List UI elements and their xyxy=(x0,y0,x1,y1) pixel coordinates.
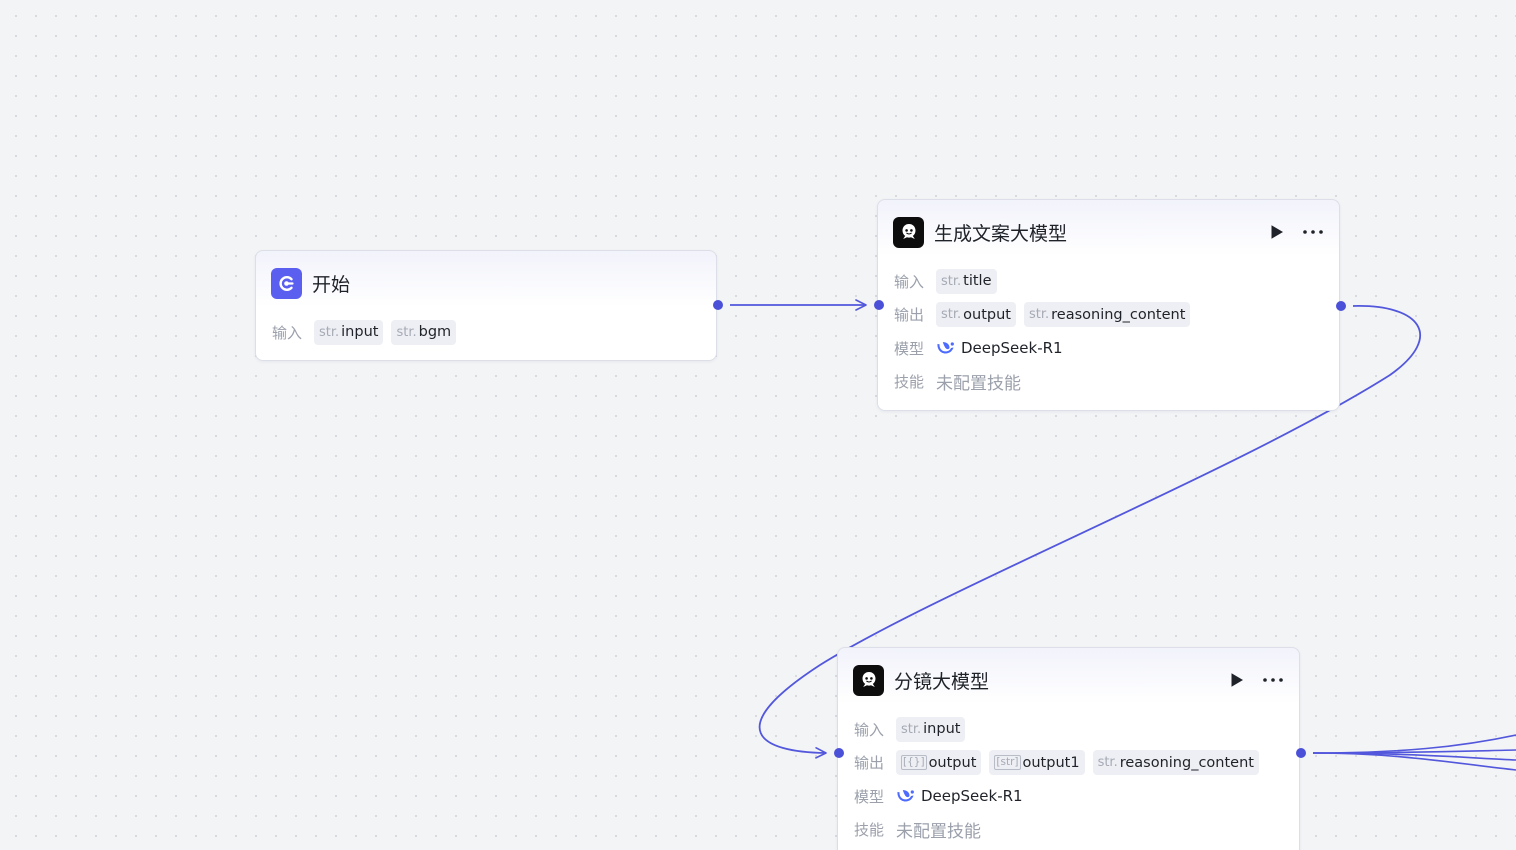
model-value[interactable]: DeepSeek-R1 xyxy=(896,787,1023,805)
edge-storyboard-out-3[interactable] xyxy=(1312,752,1516,761)
variable-name: output xyxy=(928,754,977,771)
input-row: 输入 str. input xyxy=(854,716,1289,742)
node-fields: 输入 str. input 输出 [{}] output [str] outpu… xyxy=(854,716,1289,850)
storyboard-input-port[interactable] xyxy=(834,748,844,758)
type-label: str. xyxy=(941,307,962,322)
output-variable-tag[interactable]: str. reasoning_content xyxy=(1023,302,1191,327)
start-output-port[interactable] xyxy=(713,300,723,310)
node-title: 开始 xyxy=(312,273,351,296)
input-variable-tag[interactable]: str. bgm xyxy=(391,319,457,345)
play-icon[interactable] xyxy=(1270,224,1284,240)
input-label: 输入 xyxy=(894,272,925,291)
type-label: [{}] xyxy=(901,755,927,770)
node-fields: 输入 str. title 输出 str. output str. reason… xyxy=(894,268,1329,402)
node-header: 开始 xyxy=(271,267,701,299)
output-variable-tag[interactable]: str. reasoning_content xyxy=(1092,750,1259,775)
output-row: 输出 str. output str. reasoning_content xyxy=(894,302,1329,328)
model-row: 模型 DeepSeek-R1 xyxy=(894,335,1329,361)
output-variable-tag[interactable]: [{}] output xyxy=(896,750,982,775)
skills-value: 未配置技能 xyxy=(936,374,1021,394)
skills-label: 技能 xyxy=(894,373,925,391)
variable-name: reasoning_content xyxy=(1119,754,1254,771)
variable-name: bgm xyxy=(418,324,452,340)
node-header: 分镜大模型 xyxy=(853,664,1284,696)
copywriting-input-port[interactable] xyxy=(874,300,884,310)
type-label: str. xyxy=(1028,307,1050,322)
deepseek-logo-icon xyxy=(897,790,914,802)
deepseek-logo-icon xyxy=(937,342,954,354)
edge-storyboard-out-2[interactable] xyxy=(1312,749,1516,754)
node-title: 生成文案大模型 xyxy=(934,222,1068,245)
variable-name: reasoning_content xyxy=(1051,306,1186,323)
storyboard-output-port[interactable] xyxy=(1296,748,1306,758)
skills-row: 技能 未配置技能 xyxy=(894,369,1329,395)
node-title: 分镜大模型 xyxy=(894,670,990,693)
output-variable-tag[interactable]: [str] output1 xyxy=(989,750,1085,775)
type-label: str. xyxy=(1097,755,1118,770)
output-row: 输出 [{}] output [str] output1 str. reason… xyxy=(854,750,1289,776)
model-label: 模型 xyxy=(894,339,925,358)
output-variable-tag[interactable]: str. output xyxy=(936,302,1016,327)
variable-name: output xyxy=(963,306,1011,323)
start-node[interactable]: 开始 输入 str. input str. bgm xyxy=(255,250,717,361)
variable-name: input xyxy=(341,324,379,340)
variable-name: title xyxy=(963,273,992,289)
variable-name: output1 xyxy=(1022,754,1080,771)
input-label: 输入 xyxy=(854,720,885,739)
node-actions xyxy=(1270,224,1324,240)
edge-storyboard-out-4[interactable] xyxy=(1312,752,1516,771)
output-label: 输出 xyxy=(854,754,885,772)
input-variable-tag[interactable]: str. title xyxy=(936,268,997,294)
skills-label: 技能 xyxy=(854,821,885,839)
input-variable-tag[interactable]: str. input xyxy=(314,319,384,345)
model-row: 模型 DeepSeek-R1 xyxy=(854,783,1289,809)
model-name: DeepSeek-R1 xyxy=(921,787,1023,805)
type-label: str. xyxy=(901,721,922,737)
input-label: 输入 xyxy=(272,323,303,342)
type-label: str. xyxy=(396,324,417,340)
start-node-icon xyxy=(271,267,302,299)
type-label: [str] xyxy=(994,755,1021,770)
type-label: str. xyxy=(319,324,340,340)
type-label: str. xyxy=(941,273,962,289)
node-actions xyxy=(1230,672,1284,688)
input-row: 输入 str. input str. bgm xyxy=(272,319,706,345)
play-icon[interactable] xyxy=(1230,672,1244,688)
copywriting-llm-node[interactable]: 生成文案大模型 输入 str. title 输出 xyxy=(877,199,1340,411)
llm-node-icon xyxy=(893,216,924,248)
model-value[interactable]: DeepSeek-R1 xyxy=(936,339,1063,357)
copywriting-output-port[interactable] xyxy=(1336,301,1346,311)
edge-storyboard-out-1[interactable] xyxy=(1312,734,1516,754)
node-fields: 输入 str. input str. bgm xyxy=(272,319,706,353)
model-name: DeepSeek-R1 xyxy=(961,339,1063,357)
input-variable-tag[interactable]: str. input xyxy=(896,716,966,742)
storyboard-llm-node[interactable]: 分镜大模型 输入 str. input 输出 [ xyxy=(837,647,1300,850)
node-header: 生成文案大模型 xyxy=(893,216,1324,248)
model-label: 模型 xyxy=(854,787,885,806)
more-icon[interactable] xyxy=(1262,677,1284,683)
more-icon[interactable] xyxy=(1302,229,1324,235)
skills-value: 未配置技能 xyxy=(896,822,981,842)
llm-node-icon xyxy=(853,664,884,696)
skills-row: 技能 未配置技能 xyxy=(854,817,1289,843)
output-label: 输出 xyxy=(894,306,925,324)
variable-name: input xyxy=(923,721,961,737)
input-row: 输入 str. title xyxy=(894,268,1329,294)
